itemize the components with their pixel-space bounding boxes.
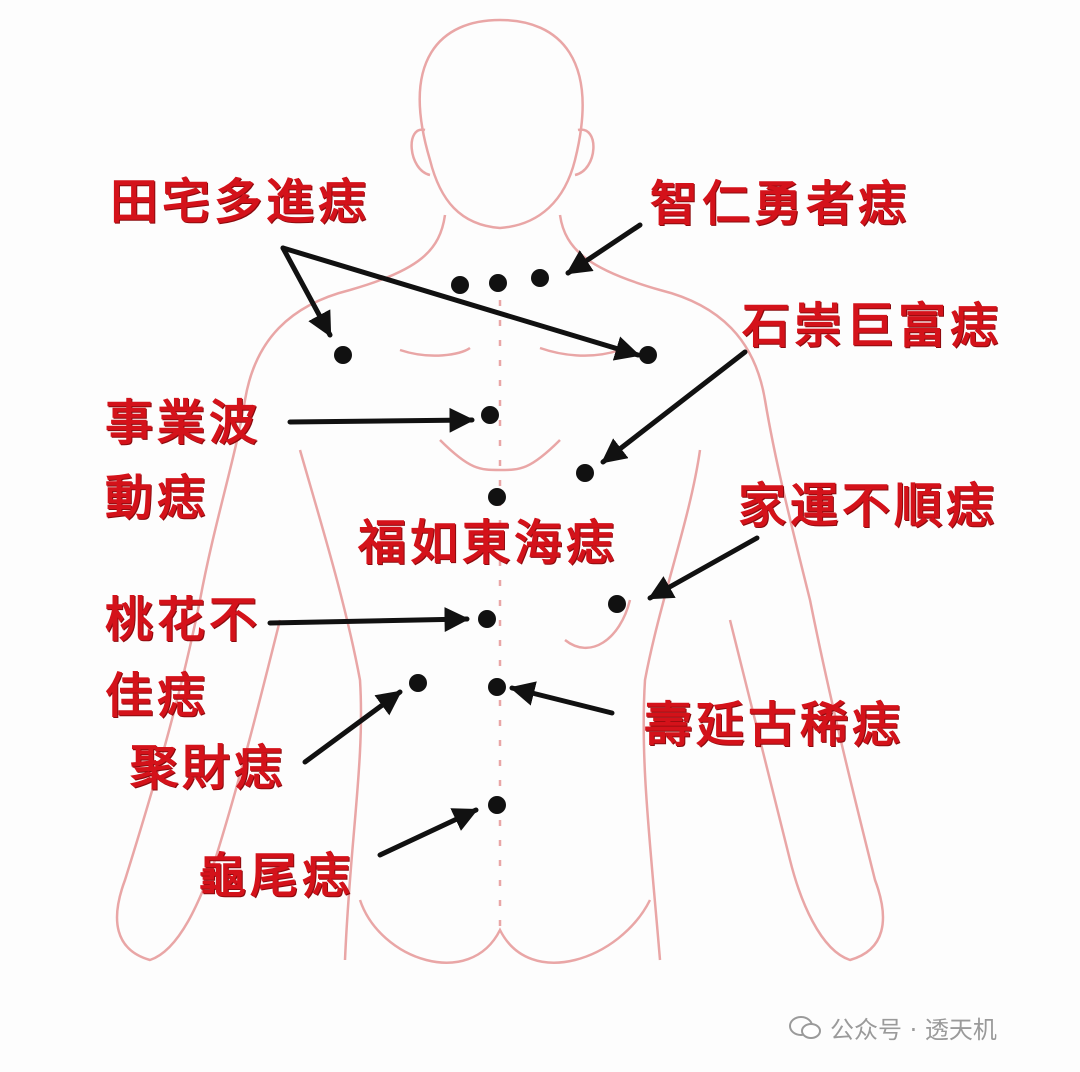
label-shichong: 石崇巨富痣 [742,298,1003,354]
torso-left [298,449,363,961]
arrow-guiwei [377,807,479,858]
label-taohua-1: 桃花不 [105,592,262,648]
label-furu: 福如東海痣 [358,515,619,571]
mole-dot [531,269,549,287]
arrow-shouyan [509,681,615,716]
label-tianzhai: 田宅多進痣 [110,174,371,230]
mole-dot [334,346,352,364]
arrow-shiye [287,407,475,433]
arrow-tianzhai-b [280,245,641,361]
label-jiayun: 家運不順痣 [738,478,999,534]
arrow-jucai [302,689,403,765]
arrow-taohua [267,606,470,632]
arrow-zhiren [565,222,643,276]
label-zhiren: 智仁勇者痣 [650,176,911,232]
mole-dot [409,674,427,692]
mole-dot [451,276,469,294]
ear-right [574,128,595,177]
label-taohua-2: 佳痣 [105,668,210,724]
arrow-jiayun [647,535,760,601]
mole-dot [608,595,626,613]
wechat-icon [789,1015,821,1039]
ear-left [410,128,431,177]
arrow-tianzhai-a [280,245,333,338]
mole-dot [488,678,506,696]
mole-dot [639,346,657,364]
buttocks [358,899,652,964]
mole-dot [488,796,506,814]
label-shiye-1: 事業波 [105,395,262,451]
torso-right [642,449,702,961]
label-shiye-2: 動痣 [105,470,210,526]
label-jucai: 聚財痣 [130,740,287,796]
arrow-shichong [600,349,748,465]
label-guiwei: 龜尾痣 [198,848,355,904]
mole-dot [481,406,499,424]
label-shouyan: 壽延古稀痣 [644,697,905,753]
head [418,18,584,230]
watermark: 公众号 · 透天机 [788,1010,997,1045]
mole-dot [576,464,594,482]
mole-dot [478,610,496,628]
mole-dot [489,274,507,292]
mole-dot [488,488,506,506]
watermark-text: 公众号 · 透天机 [830,1016,997,1044]
neck-shoulders [115,214,447,962]
